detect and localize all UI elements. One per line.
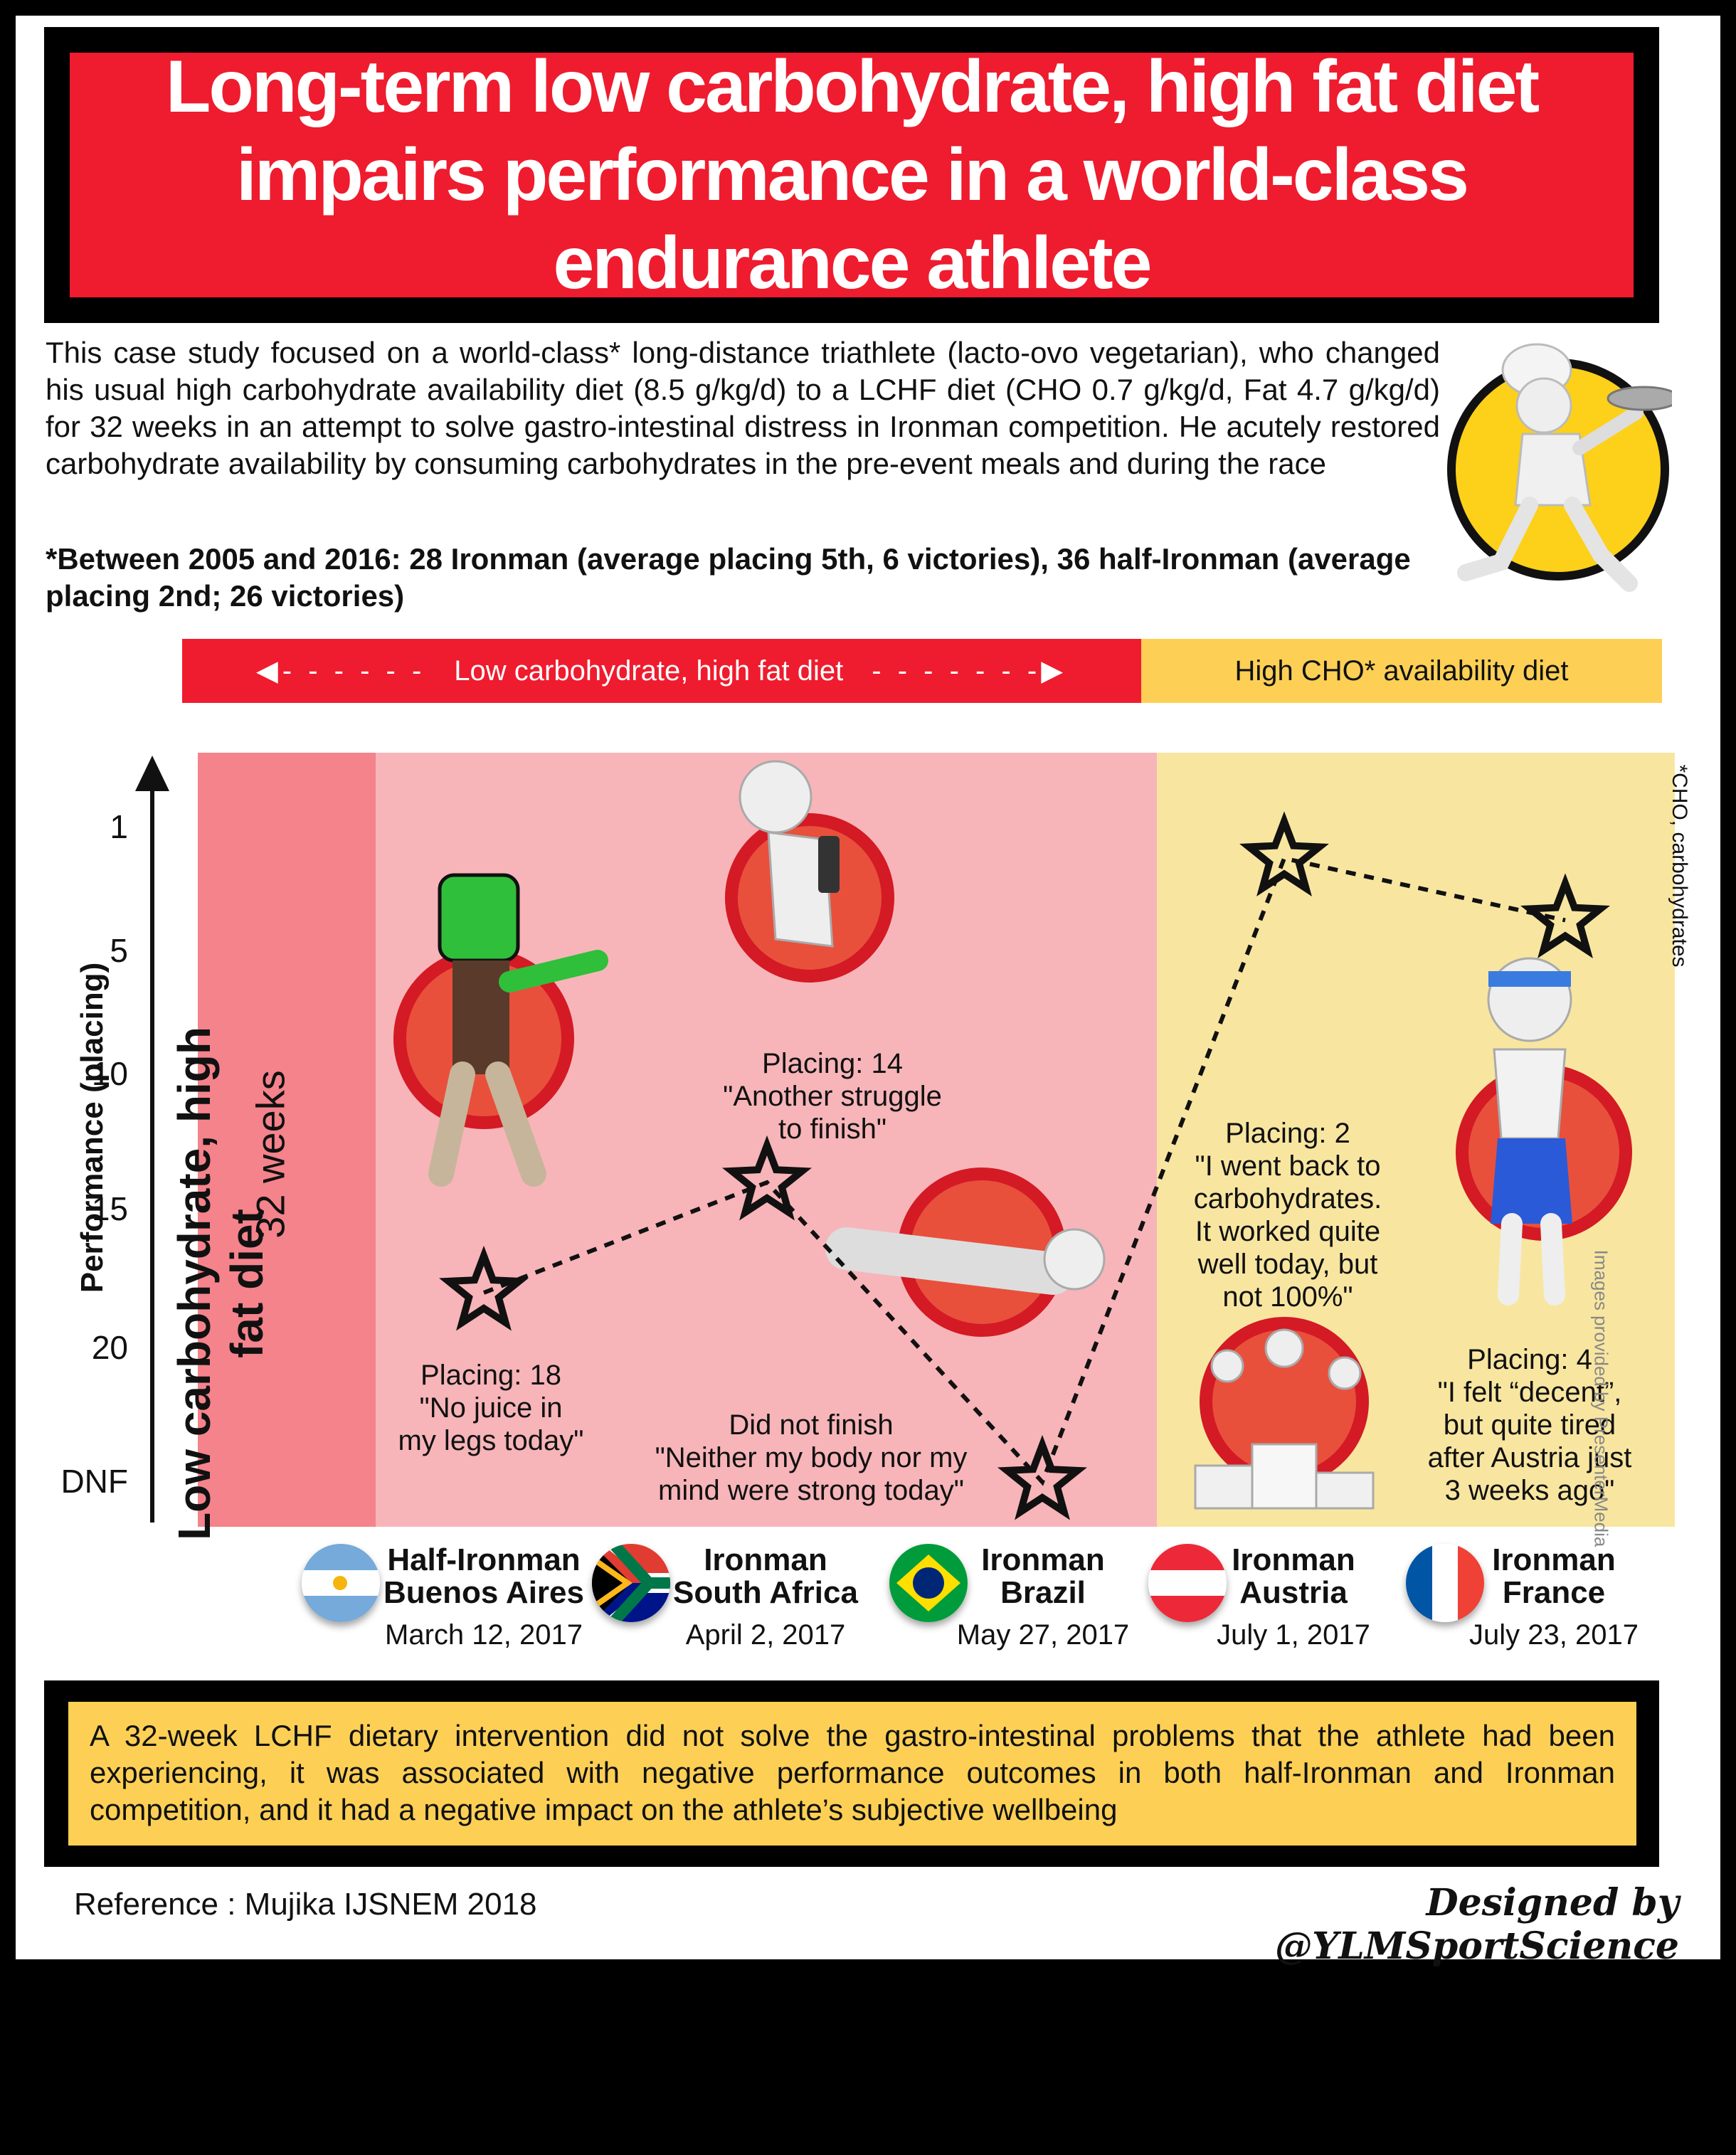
brazil-flag-icon [889,1544,968,1622]
left-arrow-icon: ◀- - - - - - [256,655,426,687]
race-name-line2: Buenos Aires [383,1575,584,1610]
annotation-line: "Another struggle [723,1081,942,1112]
annotation-line: not 100%" [1222,1281,1353,1313]
phase-label-hcho: High CHO* availability diet [1234,655,1569,687]
cho-abbreviation-note: *CHO, carbohydrates [1668,764,1691,968]
y-tick-label: DNF [60,1463,128,1500]
race-france: Ironman France July 23, 2017 [1426,1544,1682,1651]
collapsed-figure-icon [825,1167,1106,1337]
austria-flag-icon [1148,1544,1227,1622]
reference: Reference : Mujika IJSNEM 2018 [74,1887,537,1922]
annotation-line: Placing: 14 [762,1048,903,1079]
race-south-africa: Ironman South Africa April 2, 2017 [637,1544,894,1651]
image-credit: Images provided by PresenterMedia [1590,1249,1612,1547]
race-buenos-aires: Half-Ironman Buenos Aires March 12, 2017 [356,1544,612,1651]
race-name-line1: Half-Ironman [387,1542,581,1577]
placing-star-point [1520,873,1610,959]
annotation-line: Placing: 18 [420,1360,561,1391]
race-name-line1: Ironman [981,1542,1105,1577]
y-axis-label: Performance (placing) [75,962,110,1293]
race-name-line2: South Africa [673,1575,858,1610]
race-austria: Ironman Austria July 1, 2017 [1165,1544,1422,1651]
y-tick-label: 20 [91,1329,128,1366]
annotation-line: Placing: 2 [1225,1118,1350,1149]
race-date: April 2, 2017 [685,1619,846,1651]
placing-star-point [1239,811,1329,897]
phase-banner-hcho: High CHO* availability diet [1141,639,1662,703]
placing-star-point [722,1135,812,1221]
y-tick-label: 15 [91,1190,128,1227]
race-date: May 27, 2017 [956,1619,1130,1651]
annotation-line: Placing: 4 [1467,1344,1592,1375]
annotation-line: "Neither my body nor my [655,1442,968,1473]
exhausted-figure-icon [725,760,894,983]
race-name-line2: France [1502,1575,1606,1610]
race-date: July 1, 2017 [1217,1619,1370,1651]
race-date: July 23, 2017 [1469,1619,1639,1651]
waiter-figure-icon [1447,343,1672,592]
page-title: Long-term low carbohydrate, high fat die… [165,46,1540,305]
race-date: March 12, 2017 [385,1619,583,1651]
annotation-line: "I felt “decent”, [1437,1377,1622,1408]
y-tick-label: 5 [110,932,128,969]
annotation-line: It worked quite [1195,1216,1381,1247]
phase-banner-lchf: ◀- - - - - - Low carbohydrate, high fat … [182,639,1141,703]
annotation-line: to finish" [778,1113,887,1145]
intro-paragraph: This case study focused on a world-class… [46,336,1440,480]
france-flag-icon [1406,1544,1484,1622]
placing-star-point [997,1434,1087,1520]
designer-credit: Designed by @YLMSportScience [1275,1881,1679,1968]
placing-annotation: Placing: 4"I felt “decent”,but quite tir… [1394,1343,1665,1507]
conclusion-box: A 32-week LCHF dietary intervention did … [68,1702,1636,1846]
annotation-line: but quite tired [1443,1409,1616,1441]
annotation-line: "I went back to [1195,1150,1381,1182]
y-tick-label: 10 [91,1055,128,1092]
athlete-record-note: *Between 2005 and 2016: 28 Ironman (aver… [46,542,1411,613]
phase-label-lchf: Low carbohydrate, high fat diet [454,655,844,687]
annotation-line: "No juice in [419,1392,563,1424]
annotation-line: after Austria just [1427,1442,1632,1473]
conclusion-text: A 32-week LCHF dietary intervention did … [90,1719,1615,1826]
annotation-line: my legs today" [398,1425,584,1456]
annotation-line: 3 weeks ago" [1444,1475,1615,1506]
race-name-line1: Ironman [704,1542,827,1577]
placing-star-point [439,1245,529,1331]
race-name-line1: Ironman [1232,1542,1355,1577]
race-name-line1: Ironman [1492,1542,1616,1577]
lchf-band-duration: 32 weeks [248,1070,293,1239]
south-africa-flag-icon [592,1544,670,1622]
podium-figure-icon [1194,1317,1375,1510]
y-tick-label: 1 [110,808,128,845]
lchf-band [198,753,376,1527]
race-name-line2: Brazil [1000,1575,1086,1610]
y-axis-arrow-icon [135,756,169,791]
race-brazil: Ironman Brazil May 27, 2017 [915,1544,1171,1651]
annotation-line: mind were strong today" [658,1475,964,1506]
annotation-line: Did not finish [729,1409,894,1441]
right-arrow-icon: - - - - - - -▶ [872,655,1067,687]
frankenstein-figure-icon [393,873,608,1187]
placing-line [482,856,1566,1486]
annotation-line: carbohydrates. [1193,1183,1382,1214]
annotation-line: well today, but [1197,1249,1378,1280]
runner-figure-icon [1456,957,1632,1306]
race-name-line2: Austria [1239,1575,1348,1610]
title-banner: Long-term low carbohydrate, high fat die… [70,46,1634,305]
